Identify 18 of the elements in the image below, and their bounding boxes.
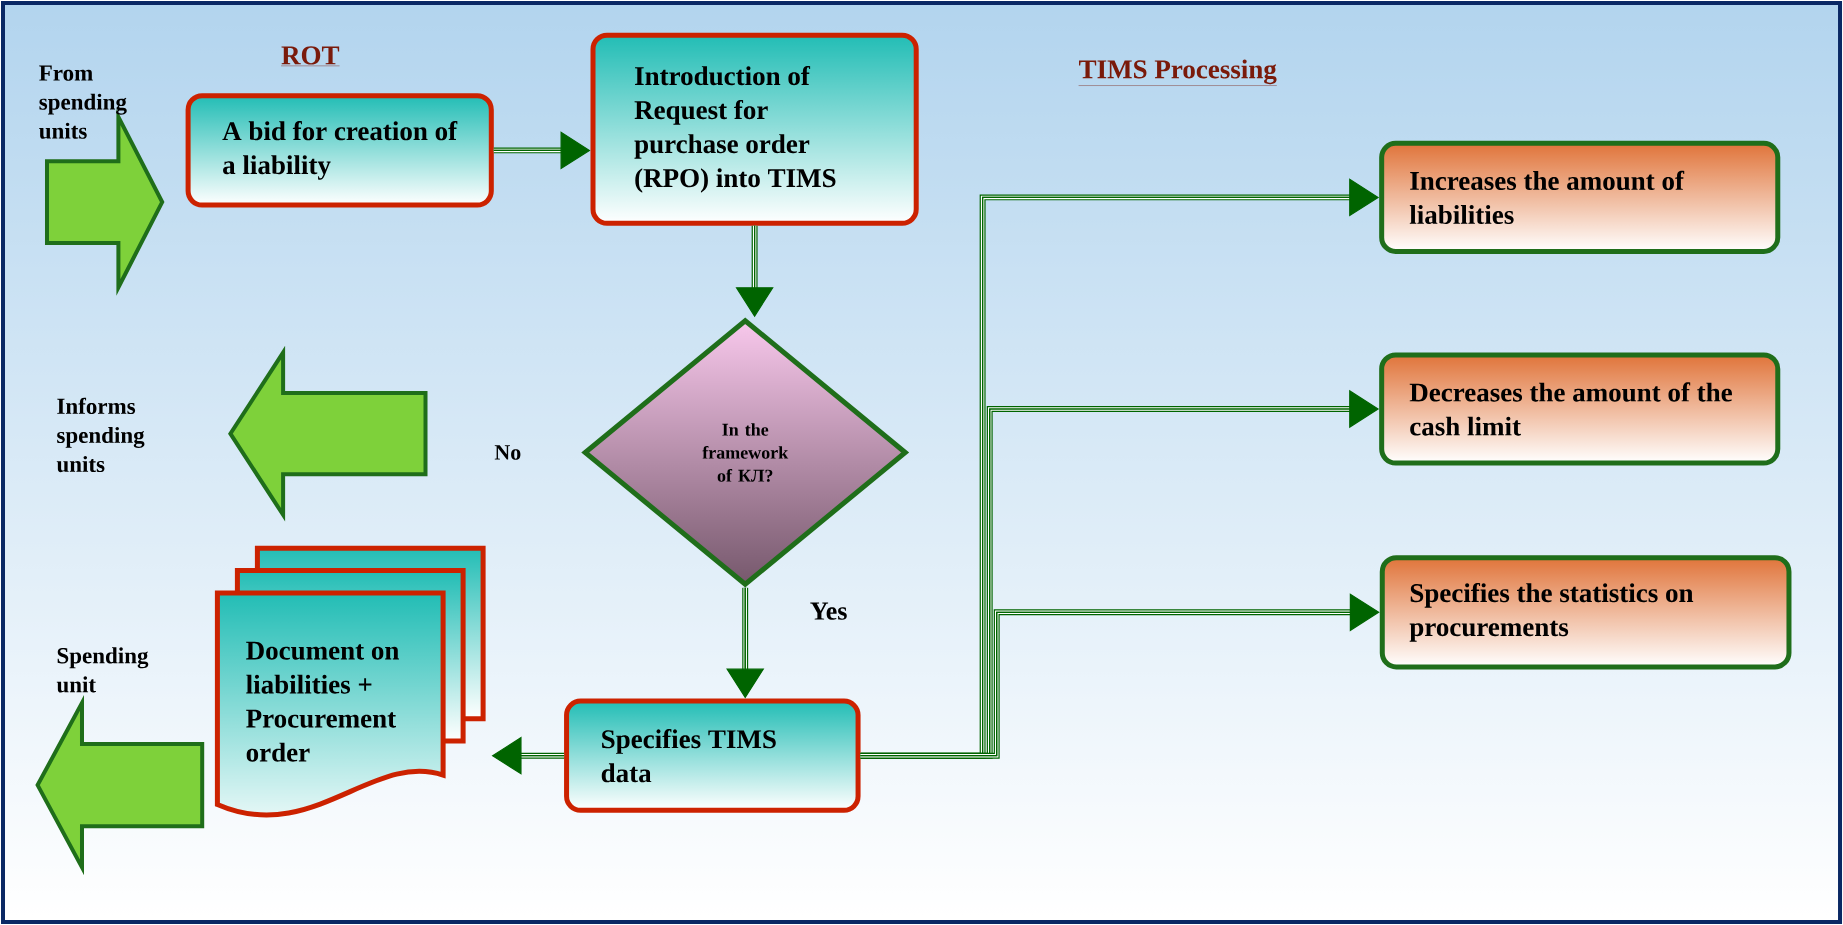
section-heading: TIMS Processing xyxy=(1078,59,1278,86)
arrow xyxy=(859,593,1380,759)
process-box: Specifies the statistics on procurements xyxy=(1379,555,1792,670)
branch-label: No xyxy=(494,445,521,460)
document-stack: Document on liabilities + Procurement order xyxy=(214,545,486,818)
process-box: Specifies TIMS data xyxy=(564,698,861,813)
arrow xyxy=(726,587,765,699)
side-label: Spending unit xyxy=(56,647,149,693)
process-box: Introduction of Request for purchase order (RPO) into TIMS xyxy=(590,32,919,226)
section-heading: ROT xyxy=(280,46,340,67)
side-label: From spending units xyxy=(39,65,127,139)
block-arrow xyxy=(228,345,428,522)
edge-label: Yes xyxy=(810,602,847,620)
process-box: Decreases the amount of the cash limit xyxy=(1379,352,1781,466)
process-box: Increases the amount of liabilities xyxy=(1379,140,1781,254)
block-arrow xyxy=(35,695,205,876)
process-box: A bid for creation of a liability xyxy=(185,93,494,208)
side-label: Informs spending units xyxy=(56,397,145,473)
